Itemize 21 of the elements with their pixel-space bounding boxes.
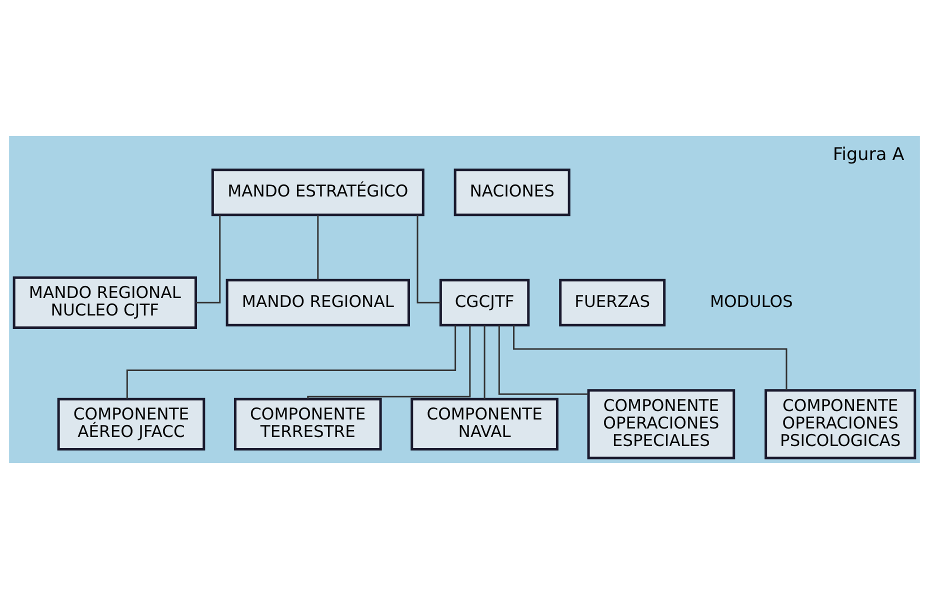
label: MODULOS	[710, 291, 793, 310]
connector	[126, 325, 456, 398]
connector	[484, 324, 486, 398]
node-box: COMPONENTE AÉREO JFACC	[57, 397, 206, 450]
diagram-title: Figura A	[832, 144, 904, 165]
connector	[196, 214, 221, 303]
connector	[317, 214, 319, 280]
connector	[416, 214, 441, 303]
node-box: FUERZAS	[559, 278, 666, 326]
connector	[307, 324, 471, 398]
connector	[498, 324, 588, 394]
node-box: MANDO REGIONAL	[226, 278, 410, 326]
node-box: COMPONENTE OPERACIONES ESPECIALES	[587, 388, 736, 459]
node-box: COMPONENTE NAVAL	[410, 397, 558, 450]
node-box: MANDO ESTRATÉGICO	[211, 168, 424, 216]
node-box: COMPONENTE OPERACIONES PSICOLOGICAS	[764, 388, 916, 459]
node-box: CGCJTF	[439, 278, 530, 326]
connector	[513, 324, 788, 390]
node-box: NACIONES	[454, 168, 570, 216]
node-box: COMPONENTE TERRESTRE	[234, 397, 382, 450]
node-box: MANDO REGIONAL NUCLEO CJTF	[12, 276, 198, 328]
